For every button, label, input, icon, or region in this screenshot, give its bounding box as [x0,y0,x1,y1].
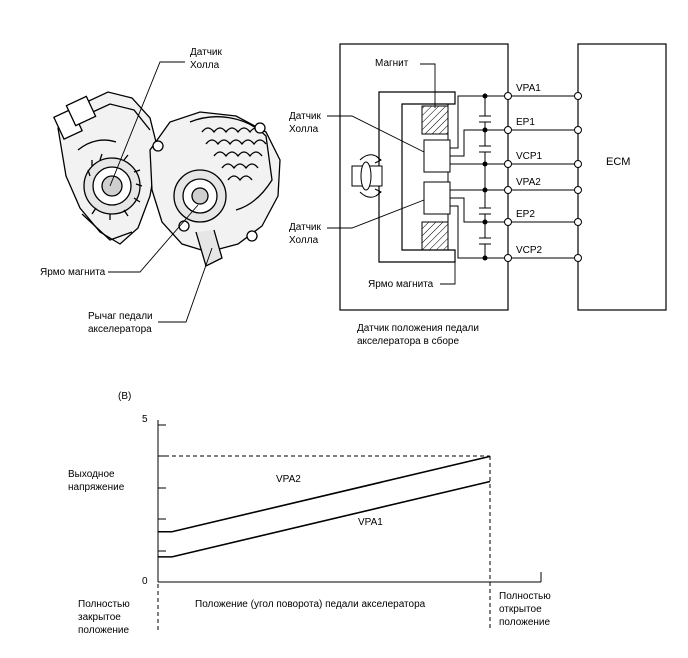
hall-sensor-lower-line2: Холла [289,235,319,246]
assembly-box [339,43,509,311]
hall-sensor-upper-line2: Холла [289,124,319,135]
hall-sensor-lower-line1: Датчик [289,222,321,233]
hall-sensor-label-left: Датчик Холла [190,46,222,72]
pin-ep1: EP1 [516,117,535,128]
circuit-leader-lines [327,63,456,285]
magnet-upper [421,105,449,135]
hall-sensor-label-line2: Холла [190,60,220,71]
x-start-label-line1: Полностью [78,599,130,610]
rotation-shaft-icon [351,154,383,198]
pin-vpa2: VPA2 [516,177,541,188]
x-start-label-line2: закрытое [78,612,121,623]
hall-sensor-upper [423,139,451,173]
pin-vpa1: VPA1 [516,83,541,94]
series-label-vpa1: VPA1 [358,517,383,528]
assembly-caption-line1: Датчик положения педали [357,323,479,334]
series-line-vpa1 [158,480,491,558]
y-axis-label: Выходное напряжение [68,468,124,494]
series-label-vpa2: VPA2 [276,474,301,485]
y-tick-label-0: 0 [142,576,148,587]
hall-sensor-lower [423,181,451,215]
sensor-wiring [450,95,491,259]
x-end-label-line2: открытое [499,604,542,615]
x-start-label: Полностью закрытое положение [78,598,130,637]
x-end-label: Полностью открытое положение [499,590,551,629]
left-leader-lines [108,61,213,323]
assembly-caption: Датчик положения педали акселератора в с… [357,322,479,348]
y-axis-label-line1: Выходное [68,469,115,480]
x-end-label-line1: Полностью [499,591,551,602]
hall-sensor-label-lower: Датчик Холла [289,221,321,247]
spring [201,127,267,182]
hall-sensor-upper-line1: Датчик [289,111,321,122]
sensor-illustration [53,91,281,267]
magnet-yoke-label-left: Ярмо магнита [40,267,106,278]
ecm-box [577,43,667,311]
x-start-label-line3: положение [78,625,130,636]
ecm-connections [485,92,582,262]
hall-sensor-label-upper: Датчик Холла [289,110,321,136]
y-axis-label-line2: напряжение [68,482,125,493]
series-layer [158,455,491,558]
magnet-lower [421,221,449,251]
output-voltage-chart [157,420,542,630]
y-tick-label-5: 5 [142,414,148,425]
x-axis-label: Положение (угол поворота) педали акселер… [195,599,426,610]
magnet-yoke-label-circuit: Ярмо магнита [368,279,434,290]
pin-vcp2: VCP2 [516,245,543,256]
pedal-lever-label-line2: акселератора [88,324,152,335]
magnet-label: Магнит [375,58,409,69]
pin-vcp1: VCP1 [516,151,543,162]
pin-ep2: EP2 [516,209,535,220]
hall-sensor-label-line1: Датчик [190,47,222,58]
x-end-label-line3: положение [499,617,551,628]
pedal-lever-label-line1: Рычаг педали [88,311,153,322]
circuit [327,43,667,311]
pedal-lever-label: Рычаг педали акселератора [88,310,153,336]
assembly-caption-line2: акселератора в сборе [357,336,460,347]
ecm-label: ECM [606,156,631,168]
chart-panel-label: (B) [118,391,132,402]
series-line-vpa2 [158,455,491,533]
